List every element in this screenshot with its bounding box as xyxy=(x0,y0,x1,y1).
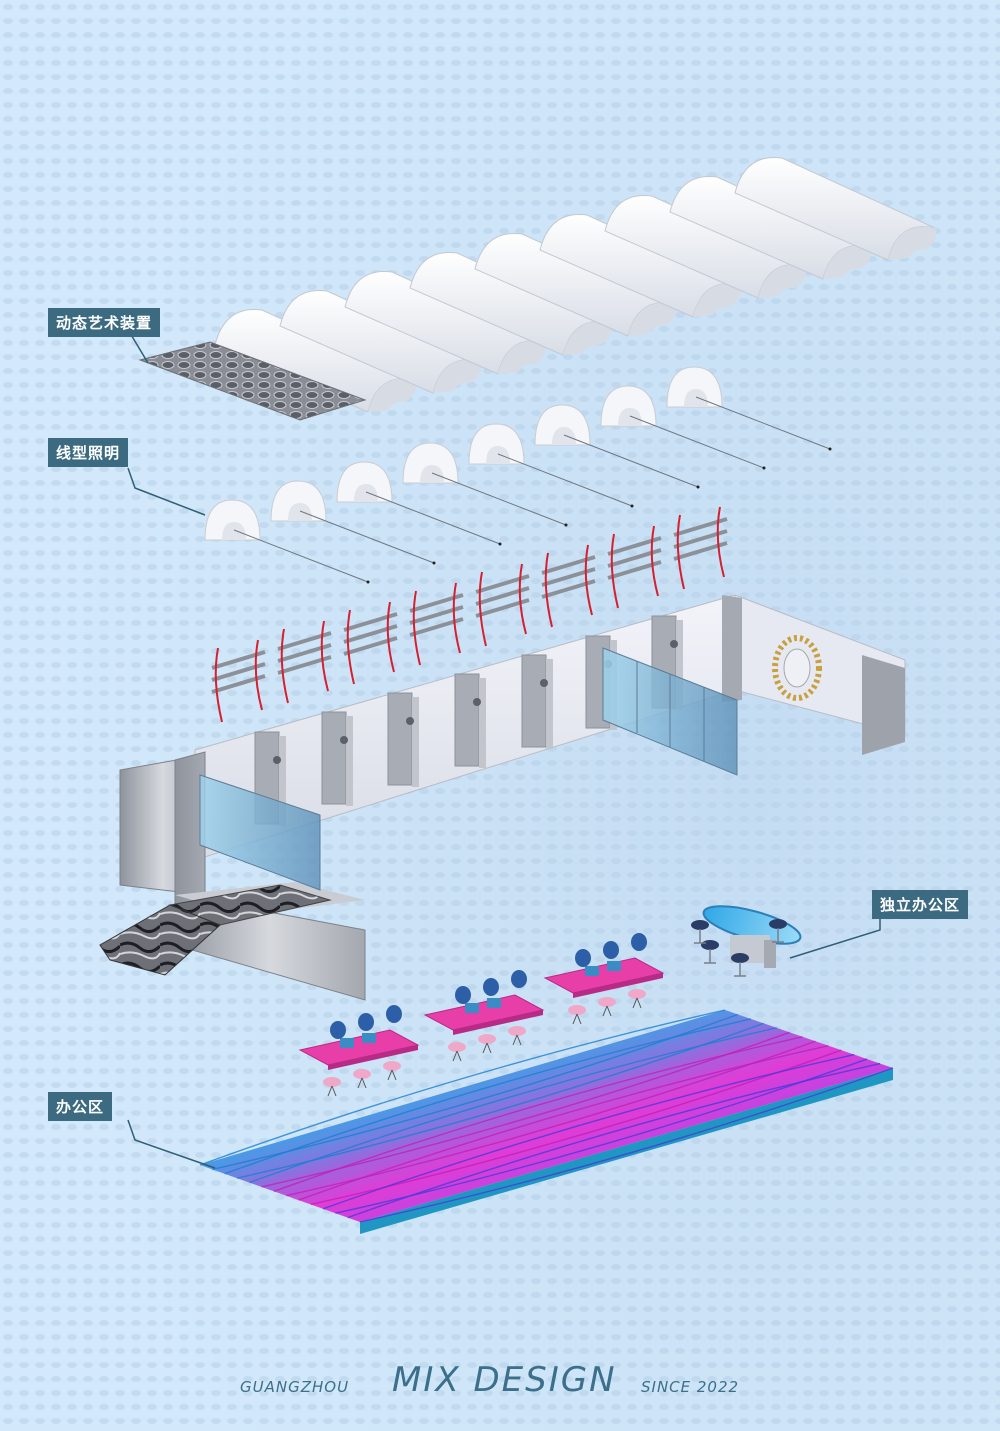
corner-column xyxy=(722,595,742,702)
arch-vault xyxy=(734,156,937,261)
shelving-rack xyxy=(409,582,464,666)
label-office-area: 办公区 xyxy=(48,1092,113,1121)
wall-pillar xyxy=(454,673,480,767)
monitor xyxy=(362,1033,376,1043)
floor-line xyxy=(199,1009,726,1166)
wall-light-dot xyxy=(670,640,678,648)
chair xyxy=(508,1026,526,1036)
floor-side xyxy=(360,1068,893,1234)
chair xyxy=(701,940,719,950)
shelving-rack xyxy=(475,563,530,647)
independent-office-chairs xyxy=(691,919,787,977)
art-installation-arches xyxy=(214,156,937,413)
wall-light-dot xyxy=(540,679,548,687)
monitor xyxy=(487,998,501,1008)
chair xyxy=(383,1061,401,1071)
wall-light-dot xyxy=(340,736,348,744)
shelving-rack xyxy=(211,639,266,723)
right-end-column xyxy=(862,655,905,755)
chair xyxy=(358,1013,374,1031)
chair xyxy=(386,1005,402,1023)
circular-light-art xyxy=(772,635,822,701)
footer-brand: MIX DESIGN xyxy=(392,1360,617,1400)
chair xyxy=(769,919,787,929)
floor-line xyxy=(359,1067,894,1223)
light-fixture xyxy=(534,404,700,489)
desk-group xyxy=(298,1005,420,1097)
chair xyxy=(598,997,616,1007)
monitor xyxy=(465,1003,479,1013)
independent-office-table xyxy=(702,905,802,968)
wall-light-dot xyxy=(273,756,281,764)
shelving-rack xyxy=(673,506,728,590)
marble-steps xyxy=(99,904,221,976)
light-fixture xyxy=(402,442,568,527)
shelving-rack xyxy=(607,525,662,609)
chair xyxy=(603,941,619,959)
wall-pillar xyxy=(321,711,347,805)
light-fixture xyxy=(204,499,370,584)
leader-lines xyxy=(127,332,881,1169)
chair xyxy=(731,953,749,963)
floor-line xyxy=(273,1036,803,1192)
footer-city: GUANGZHOU xyxy=(240,1378,350,1396)
office-desk-groups xyxy=(298,933,665,1097)
chair xyxy=(483,978,499,996)
desk-group xyxy=(543,933,665,1025)
footer: GUANGZHOU MIX DESIGN SINCE 2022 xyxy=(0,1360,1000,1410)
hexagonal-mesh-panel xyxy=(138,341,367,421)
chair xyxy=(448,1042,466,1052)
light-fixture xyxy=(468,423,634,508)
wall-pillar xyxy=(521,654,547,748)
chair xyxy=(575,949,591,967)
floor-line xyxy=(248,1027,777,1184)
shelving-rack xyxy=(541,544,596,628)
label-art-installation: 动态艺术装置 xyxy=(48,308,161,337)
chair xyxy=(631,933,647,951)
wall-system xyxy=(99,594,906,1001)
chair xyxy=(455,986,471,1004)
wall-light-dot xyxy=(406,717,414,725)
wall-light-dot xyxy=(473,698,481,706)
light-fixture xyxy=(336,461,502,546)
shelving-rack xyxy=(277,620,332,704)
footer-since: SINCE 2022 xyxy=(641,1378,740,1396)
suspended-shelving-racks xyxy=(211,506,728,723)
monitor xyxy=(340,1038,354,1048)
monitor xyxy=(607,961,621,971)
desk-group xyxy=(423,970,545,1062)
label-linear-lighting: 线型照明 xyxy=(48,438,129,467)
floor-line xyxy=(298,1045,829,1201)
floor-top xyxy=(200,1010,893,1222)
chair xyxy=(478,1034,496,1044)
chair xyxy=(323,1077,341,1087)
glass-partition-left xyxy=(199,774,321,891)
light-fixture xyxy=(666,366,832,451)
office-floor xyxy=(199,1009,894,1234)
monitor xyxy=(585,966,599,976)
floor-wave-lines xyxy=(199,1009,894,1223)
shelving-rack xyxy=(343,601,398,685)
floor-line xyxy=(224,1018,752,1175)
wall-pillar xyxy=(387,692,413,786)
light-fixture xyxy=(270,480,436,565)
light-fixture xyxy=(600,385,766,470)
chair xyxy=(628,989,646,999)
chair xyxy=(330,1021,346,1039)
chair xyxy=(511,970,527,988)
floor-line xyxy=(347,1062,881,1219)
chair xyxy=(353,1069,371,1079)
linear-lighting-fixtures xyxy=(204,366,832,584)
floor-line xyxy=(322,1053,855,1210)
chair xyxy=(568,1005,586,1015)
label-independent-office: 独立办公区 xyxy=(872,890,969,919)
chair xyxy=(691,920,709,930)
